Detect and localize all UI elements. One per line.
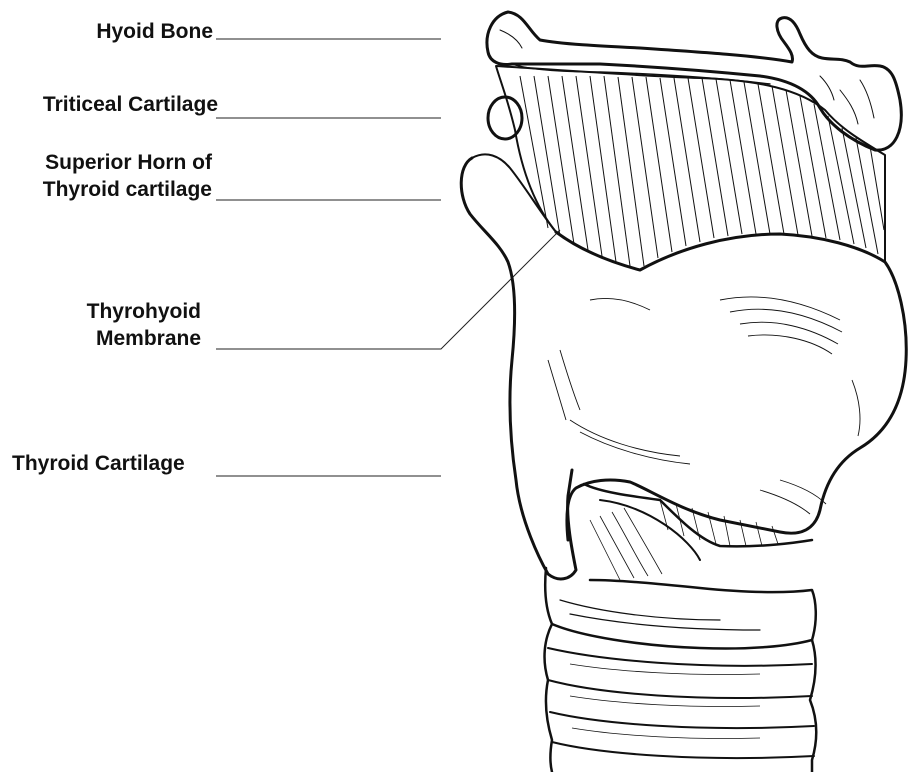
label-superior-horn: Superior Horn of Thyroid cartilage bbox=[0, 149, 212, 203]
label-thyrohyoid-membrane: Thyrohyoid Membrane bbox=[40, 298, 201, 352]
label-thyroid-cartilage-text: Thyroid Cartilage bbox=[12, 452, 185, 475]
membrane-hatching bbox=[520, 76, 884, 266]
triticeal-cartilage bbox=[488, 97, 522, 139]
label-triticeal-cartilage-text: Triticeal Cartilage bbox=[43, 93, 218, 116]
label-thyrohyoid-line2: Membrane bbox=[40, 325, 201, 352]
label-hyoid-bone-text: Hyoid Bone bbox=[96, 20, 213, 43]
cricoid-cartilage bbox=[545, 568, 816, 649]
thyroid-cartilage bbox=[548, 232, 906, 580]
label-hyoid-bone: Hyoid Bone bbox=[40, 18, 213, 45]
label-superior-horn-line2: Thyroid cartilage bbox=[0, 176, 212, 203]
label-thyrohyoid-line1: Thyrohyoid bbox=[40, 298, 201, 325]
leader-thyrohyoid bbox=[216, 230, 560, 349]
superior-horn bbox=[461, 154, 576, 579]
label-thyroid-cartilage: Thyroid Cartilage bbox=[12, 450, 185, 477]
label-superior-horn-line1: Superior Horn of bbox=[0, 149, 212, 176]
label-triticeal-cartilage: Triticeal Cartilage bbox=[0, 91, 218, 118]
